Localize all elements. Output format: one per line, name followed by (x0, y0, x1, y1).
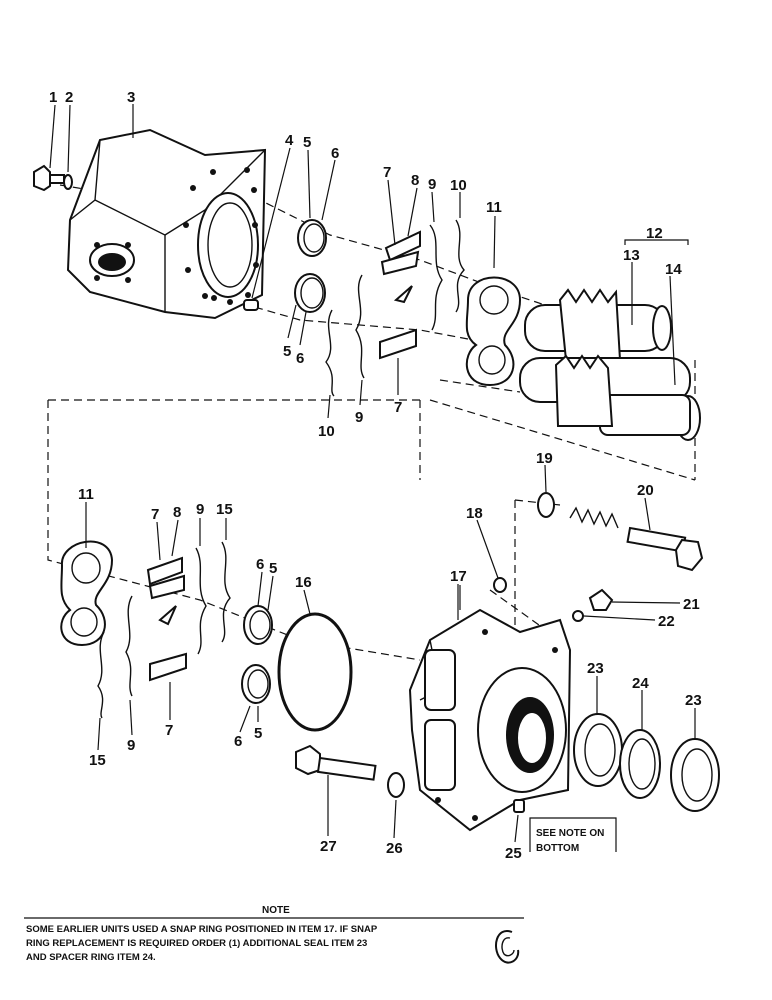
item-27-bolt (295, 744, 377, 781)
callout-15: 15 (89, 752, 106, 769)
callout-5: 5 (269, 560, 277, 577)
item-5-6-rings-lower (241, 605, 273, 704)
item-11-plate-upper (465, 276, 522, 387)
callout-5: 5 (254, 725, 262, 742)
note-line-3: AND SPACER RING ITEM 24. (26, 952, 156, 963)
callout-6: 6 (296, 350, 304, 367)
callout-27: 27 (320, 838, 337, 855)
callout-9: 9 (127, 737, 135, 754)
item-17-front-cover (408, 608, 572, 832)
callout-18: 18 (466, 505, 483, 522)
see-note-line1: SEE NOTE ON (536, 828, 604, 839)
callout-21: 21 (683, 596, 700, 613)
callout-9: 9 (196, 501, 204, 518)
callout-23: 23 (685, 692, 702, 709)
callout-17: 17 (450, 568, 467, 585)
item-1-bolt (33, 164, 65, 192)
callout-5: 5 (303, 134, 311, 151)
callout-2: 2 (65, 89, 73, 106)
item-4-dowel-pin (243, 299, 259, 311)
item-3-housing (66, 128, 267, 320)
see-note-line2: BOTTOM (536, 843, 579, 854)
item-2-washer (63, 174, 73, 190)
callout-20: 20 (637, 482, 654, 499)
callout-3: 3 (127, 89, 135, 106)
leader-lines (49, 104, 696, 852)
snap-ring-sketch (495, 930, 520, 964)
callout-7: 7 (394, 399, 402, 416)
callout-7: 7 (165, 722, 173, 739)
callout-11: 11 (486, 199, 502, 216)
item-18-plug (493, 577, 507, 593)
callout-10: 10 (450, 177, 467, 194)
callout-12: 12 (646, 225, 663, 242)
callout-6: 6 (256, 556, 264, 573)
callout-1: 1 (49, 89, 57, 106)
callout-9: 9 (355, 409, 363, 426)
item-16-o-ring (277, 612, 353, 732)
callout-19: 19 (536, 450, 553, 467)
callout-8: 8 (411, 172, 419, 189)
item-9-10-seals-upper (325, 219, 465, 397)
item-12-13-14-gears (519, 288, 701, 441)
item-7-8-plates-upper (379, 230, 421, 360)
note-line-1: SOME EARLIER UNITS USED A SNAP RING POSI… (26, 924, 378, 935)
note-title: NOTE (262, 905, 290, 916)
callout-8: 8 (173, 504, 181, 521)
item-20-bolt-spring (569, 506, 704, 572)
callout-11: 11 (78, 486, 94, 503)
item-7-8-plates-lower (146, 556, 187, 682)
item-9-15-seals-lower (97, 541, 231, 719)
item-19-washer (537, 492, 555, 518)
callout-7: 7 (151, 506, 159, 523)
callout-5: 5 (283, 343, 291, 360)
item-21-22-fittings (572, 588, 614, 622)
callout-15: 15 (216, 501, 233, 518)
callout-26: 26 (386, 840, 403, 857)
callout-24: 24 (632, 675, 649, 692)
callout-25: 25 (505, 845, 522, 862)
callout-7: 7 (383, 164, 391, 181)
callout-10: 10 (318, 423, 335, 440)
callout-14: 14 (665, 261, 682, 278)
callout-13: 13 (623, 247, 640, 264)
note-line-2: RING REPLACEMENT IS REQUIRED ORDER (1) A… (26, 938, 367, 949)
callout-9: 9 (428, 176, 436, 193)
item-25-fitting (513, 799, 525, 813)
callout-4: 4 (285, 132, 294, 149)
item-23-24-seals (573, 713, 720, 812)
item-5-6-rings-upper (294, 219, 327, 313)
item-11-plate-lower (60, 540, 114, 647)
callout-23: 23 (587, 660, 604, 677)
callout-6: 6 (234, 733, 242, 750)
callout-6: 6 (331, 145, 339, 162)
callout-16: 16 (295, 574, 312, 591)
callout-labels: 1 2 3 4 5 6 7 8 9 10 11 12 13 14 5 6 10 … (49, 89, 702, 862)
callout-22: 22 (658, 613, 675, 630)
note-block: NOTE SOME EARLIER UNITS USED A SNAP RING… (24, 905, 524, 963)
item-26-washer (387, 772, 405, 798)
